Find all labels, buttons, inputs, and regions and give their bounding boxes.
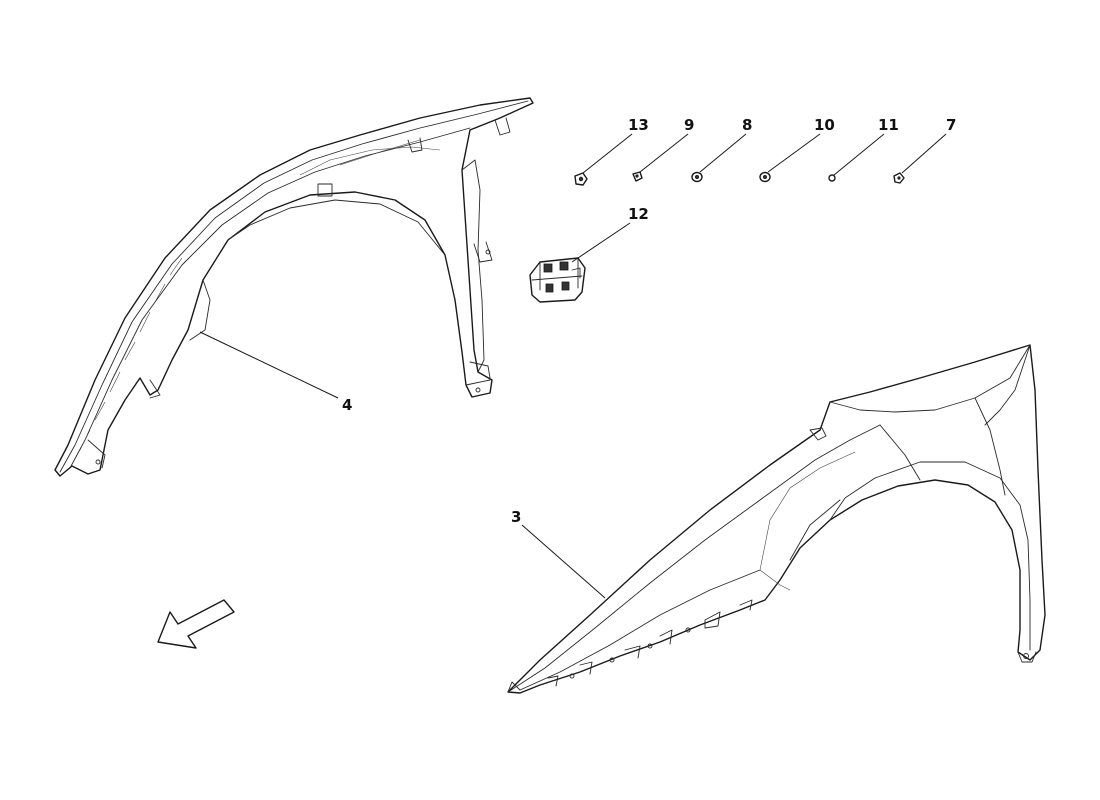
callout-10: 10: [814, 116, 835, 134]
callout-labels: 13 9 8 10 11 7 12 4 3: [342, 116, 956, 526]
callout-9: 9: [684, 116, 694, 134]
leader-13: [582, 133, 633, 174]
callout-12: 12: [628, 205, 649, 223]
bracket-part-12: [529, 257, 586, 303]
leader-11: [833, 133, 885, 176]
callout-3: 3: [511, 508, 521, 526]
leader-8: [699, 133, 747, 173]
left-fender-part-4: [54, 97, 534, 477]
fastener-part-11: [828, 174, 836, 182]
direction-arrow-icon: [157, 599, 235, 649]
right-fender-part-3: [507, 344, 1046, 694]
fastener-part-7: [893, 172, 905, 184]
fastener-part-10: [759, 171, 771, 183]
callout-11: 11: [878, 116, 899, 134]
leader-12: [571, 222, 631, 263]
fastener-part-9: [632, 171, 643, 182]
fastener-part-13: [574, 172, 588, 186]
leader-7: [901, 133, 947, 174]
leader-3: [521, 524, 606, 599]
leader-9: [639, 133, 689, 173]
callout-8: 8: [742, 116, 752, 134]
leader-lines: [199, 133, 947, 599]
fastener-part-8: [691, 171, 703, 183]
callout-7: 7: [946, 116, 956, 134]
callout-4: 4: [342, 396, 352, 414]
callout-13: 13: [628, 116, 649, 134]
leader-10: [767, 133, 821, 173]
leader-4: [199, 331, 339, 399]
